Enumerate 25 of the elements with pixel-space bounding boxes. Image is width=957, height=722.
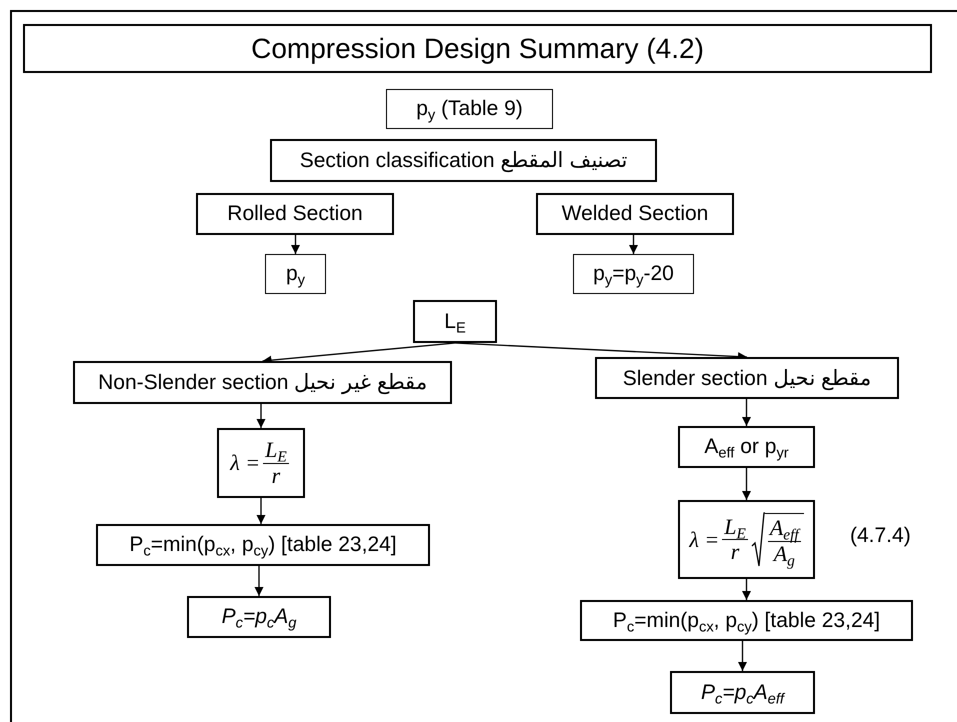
title-box: Compression Design Summary (4.2) bbox=[23, 24, 932, 73]
arrow bbox=[254, 566, 264, 596]
process-box: p$_{y}$ (Table 9) bbox=[386, 89, 553, 129]
arrow bbox=[256, 498, 266, 524]
process-box: P$_{c}$=min(p$_{cx}$, p$_{cy}$) [table 23,24] bbox=[96, 524, 430, 566]
equation-number: (4.7.4) bbox=[850, 524, 911, 548]
arrow bbox=[742, 468, 751, 500]
arrow bbox=[742, 399, 751, 426]
process-box: Welded Section bbox=[536, 193, 734, 235]
arrow bbox=[291, 235, 300, 254]
process-box: Section classification تصنيف المقطع bbox=[270, 139, 657, 182]
process-box: Slender section مقطع نحيل bbox=[595, 357, 899, 399]
formula-box: P$_{c}$=p$_{c}$A$_{eff}$ bbox=[670, 671, 815, 714]
process-box: Rolled Section bbox=[196, 193, 394, 235]
arrow bbox=[629, 235, 638, 254]
arrow bbox=[256, 404, 266, 428]
process-box: p$_{y}$=p$_{y}$-20 bbox=[573, 254, 694, 294]
arrow bbox=[742, 579, 751, 600]
arrow bbox=[738, 641, 747, 671]
process-box: A$_{eff}$ or p$_{yr}$ bbox=[678, 426, 815, 468]
formula-box: P$_{c}$=p$_{c}$A$_{g}$ bbox=[187, 596, 331, 638]
process-box: L$_{E}$ bbox=[413, 300, 497, 343]
process-box: Non-Slender section مقطع غير نحيل bbox=[73, 361, 452, 404]
process-box: P$_{c}$=min(p$_{cx}$, p$_{cy}$) [table 23,24] bbox=[580, 600, 913, 641]
process-box: p$_{y}$ bbox=[265, 254, 326, 294]
